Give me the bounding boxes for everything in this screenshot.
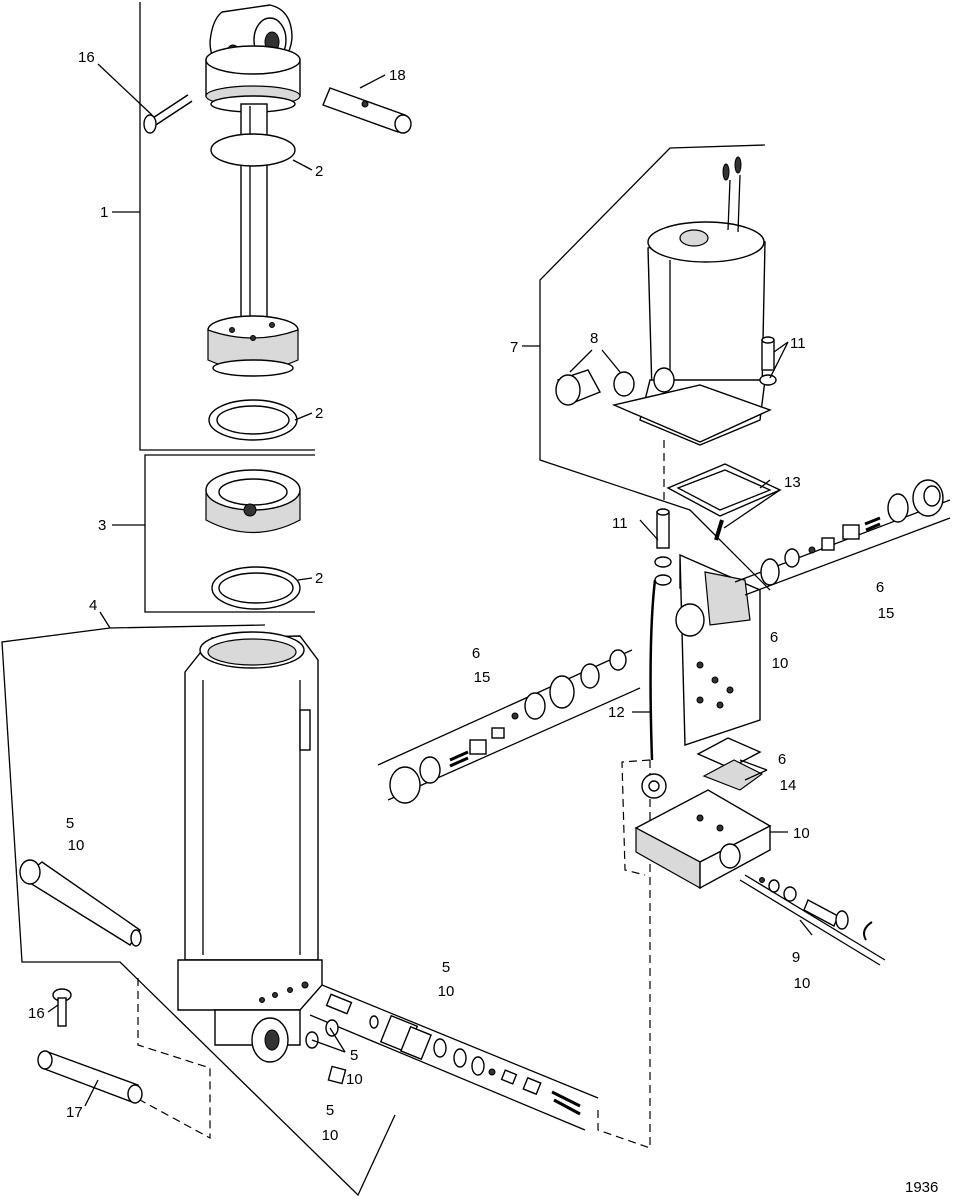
callout-4: 4 — [89, 597, 97, 614]
pump-assembly — [675, 553, 761, 746]
callout-11: 11 — [790, 335, 806, 352]
manual-release-valve — [739, 874, 886, 966]
callout-6: 6 — [770, 629, 778, 646]
callout-2: 2 — [315, 405, 323, 422]
fill-screw — [555, 369, 635, 406]
manual-release-valve-stack — [305, 984, 599, 1131]
motor-gasket — [666, 463, 782, 541]
callout-10: 10 — [794, 975, 811, 992]
callout-5: 5 — [66, 815, 74, 832]
piston-rod-assembly — [205, 4, 301, 377]
callout-6: 6 — [876, 579, 884, 596]
motor-screw — [759, 336, 777, 386]
callout-10: 10 — [68, 837, 85, 854]
callout-5: 5 — [326, 1102, 334, 1119]
guide-line — [137, 978, 211, 1140]
o-ring — [210, 133, 296, 167]
ground-wire — [641, 579, 667, 799]
group-3-bracket — [112, 454, 315, 613]
pivot-pin — [52, 988, 72, 1027]
callout-10: 10 — [322, 1127, 339, 1144]
callout-17: 17 — [66, 1104, 83, 1121]
leader-lines — [47, 63, 813, 1107]
pilot-valve-group-right — [734, 479, 951, 596]
callout-18: 18 — [389, 67, 406, 84]
seal-ring — [208, 399, 298, 441]
callout-10: 10 — [346, 1071, 363, 1088]
pivot-pin — [143, 94, 193, 134]
callout-14: 14 — [780, 777, 797, 794]
callout-10: 10 — [772, 655, 789, 672]
callout-2: 2 — [315, 570, 323, 587]
callout-15: 15 — [878, 605, 895, 622]
callout-3: 3 — [98, 517, 106, 534]
anchor-pin — [322, 87, 412, 134]
callout-15: 15 — [474, 669, 491, 686]
callout-8: 8 — [590, 330, 598, 347]
callout-10: 10 — [438, 983, 455, 1000]
callout-16: 16 — [78, 49, 95, 66]
pump-gasket — [696, 737, 764, 791]
guide-line — [621, 759, 651, 876]
callout-12: 12 — [608, 704, 625, 721]
callout-6: 6 — [778, 751, 786, 768]
callout-6: 6 — [472, 645, 480, 662]
callout-5: 5 — [442, 959, 450, 976]
trim-cylinder — [177, 631, 323, 1063]
callout-5: 5 — [350, 1047, 358, 1064]
callout-13: 13 — [784, 474, 801, 491]
pilot-valve-group-left — [377, 649, 641, 804]
long-bolt — [19, 859, 142, 947]
callout-1: 1 — [100, 204, 108, 221]
callout-9: 9 — [792, 949, 800, 966]
callout-16: 16 — [28, 1005, 45, 1022]
seal-ring — [211, 566, 301, 610]
group-1-bracket — [112, 2, 315, 451]
group-7-bracket — [522, 144, 771, 591]
tilt-pin — [37, 1050, 143, 1104]
callout-10: 10 — [793, 825, 810, 842]
pump-motor — [611, 156, 772, 446]
memory-piston — [205, 469, 301, 533]
figure-number: 1936 — [905, 1179, 938, 1196]
callout-7: 7 — [510, 339, 518, 356]
callout-2: 2 — [315, 163, 323, 180]
group-4-bracket — [1, 611, 396, 1197]
manifold-plate — [634, 789, 772, 890]
callout-11: 11 — [612, 515, 628, 532]
